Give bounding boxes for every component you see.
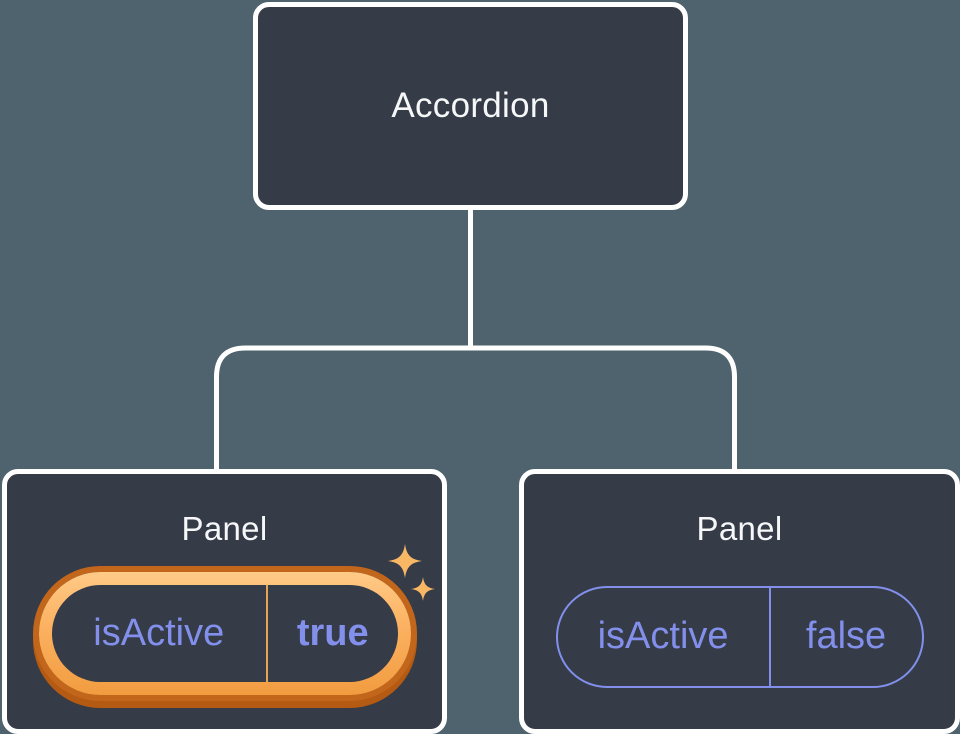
panel-title: Panel bbox=[181, 510, 268, 547]
accordion-node: Accordion bbox=[253, 2, 688, 210]
state-key-label: isActive bbox=[597, 615, 729, 658]
state-value-label: false bbox=[768, 587, 922, 686]
sparkle-icon bbox=[411, 577, 435, 601]
sparkle-icon bbox=[388, 544, 422, 578]
accordion-node-label: Accordion bbox=[391, 86, 550, 125]
state-value-label: true bbox=[266, 584, 397, 682]
panel-node-inactive: Panel isActive false bbox=[519, 469, 960, 734]
state-highlight-ring: isActive true bbox=[38, 571, 411, 695]
state-pill-inactive: isActive false bbox=[555, 585, 924, 688]
panel-node-active: Panel isActive true bbox=[2, 469, 447, 734]
state-key-label: isActive bbox=[93, 611, 225, 654]
state-pill-active: isActive true bbox=[51, 584, 398, 682]
panel-title: Panel bbox=[696, 510, 783, 547]
